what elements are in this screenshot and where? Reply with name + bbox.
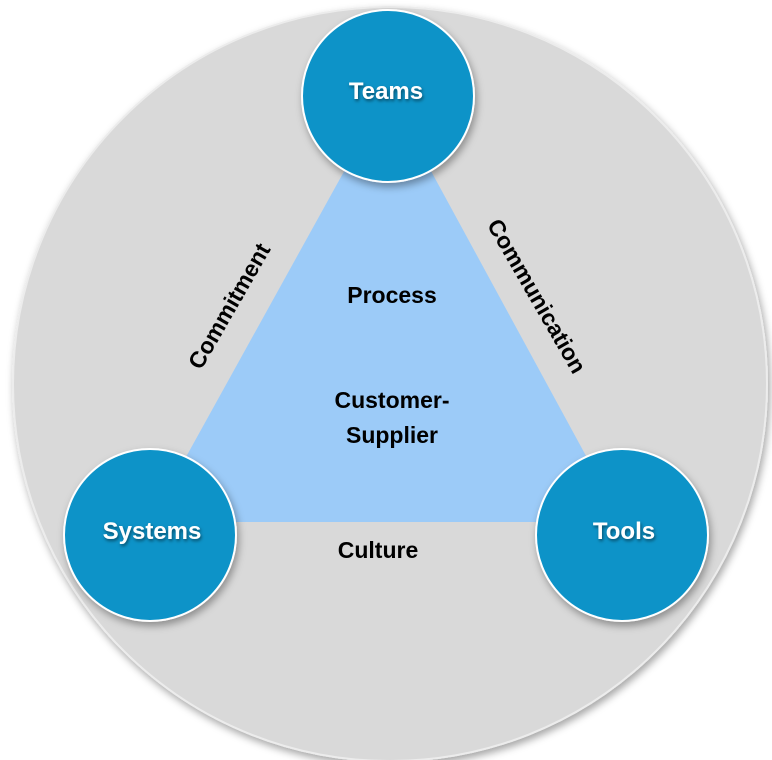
center-label-customer: Customer- (334, 387, 449, 413)
node-systems: Systems (63, 448, 237, 622)
node-teams-label: Teams (349, 78, 423, 105)
node-tools-circle (535, 448, 709, 622)
center-label-process: Process (347, 282, 437, 308)
node-tools: Tools (535, 448, 709, 622)
node-systems-label: Systems (103, 518, 202, 545)
center-label-supplier: Supplier (346, 422, 438, 448)
node-systems-circle (63, 448, 237, 622)
central-triangle (150, 92, 622, 522)
node-tools-label: Tools (593, 518, 655, 545)
node-teams: Teams (301, 9, 475, 183)
edge-label-culture: Culture (338, 537, 419, 563)
node-teams-circle (301, 9, 475, 183)
